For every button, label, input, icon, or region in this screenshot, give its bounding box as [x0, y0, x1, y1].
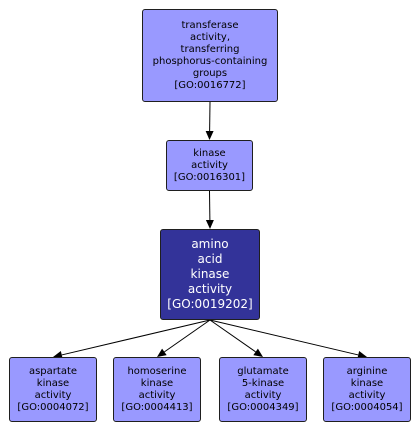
node-label: transferase activity, transferring phosp…	[152, 19, 268, 91]
arrowhead-amino_acid_kinase-to-homoserine	[157, 348, 167, 357]
node-transferase-activity[interactable]: transferase activity, transferring phosp…	[142, 9, 278, 102]
node-label: homoserine kinase activity [GO:0004413]	[121, 365, 193, 413]
node-label: amino acid kinase activity [GO:0019202]	[167, 237, 253, 311]
arrowhead-transferase-to-kinase	[205, 130, 214, 140]
arrowhead-amino_acid_kinase-to-aspartate	[53, 351, 63, 359]
node-label: aspartate kinase activity [GO:0004072]	[17, 365, 89, 413]
arrowhead-amino_acid_kinase-to-glutamate	[253, 348, 263, 357]
edge-amino_acid_kinase-to-homoserine	[164, 319, 211, 353]
node-glutamate-5-kinase-activity[interactable]: glutamate 5-kinase activity [GO:0004349]	[219, 357, 307, 422]
node-label: arginine kinase activity [GO:0004054]	[331, 365, 403, 413]
node-homoserine-kinase-activity[interactable]: homoserine kinase activity [GO:0004413]	[113, 357, 201, 422]
edge-amino_acid_kinase-to-arginine	[209, 319, 359, 356]
edge-amino_acid_kinase-to-glutamate	[209, 319, 256, 353]
node-arginine-kinase-activity[interactable]: arginine kinase activity [GO:0004054]	[323, 357, 411, 422]
node-label: kinase activity [GO:0016301]	[173, 147, 246, 183]
edge-amino_acid_kinase-to-aspartate	[61, 319, 211, 356]
arrowhead-kinase-to-amino_acid_kinase	[205, 219, 214, 229]
node-aspartate-kinase-activity[interactable]: aspartate kinase activity [GO:0004072]	[9, 357, 97, 422]
node-label: glutamate 5-kinase activity [GO:0004349]	[227, 365, 299, 413]
node-amino-acid-kinase-activity[interactable]: amino acid kinase activity [GO:0019202]	[160, 229, 260, 320]
arrowhead-amino_acid_kinase-to-arginine	[357, 351, 367, 359]
node-kinase-activity[interactable]: kinase activity [GO:0016301]	[166, 140, 253, 191]
